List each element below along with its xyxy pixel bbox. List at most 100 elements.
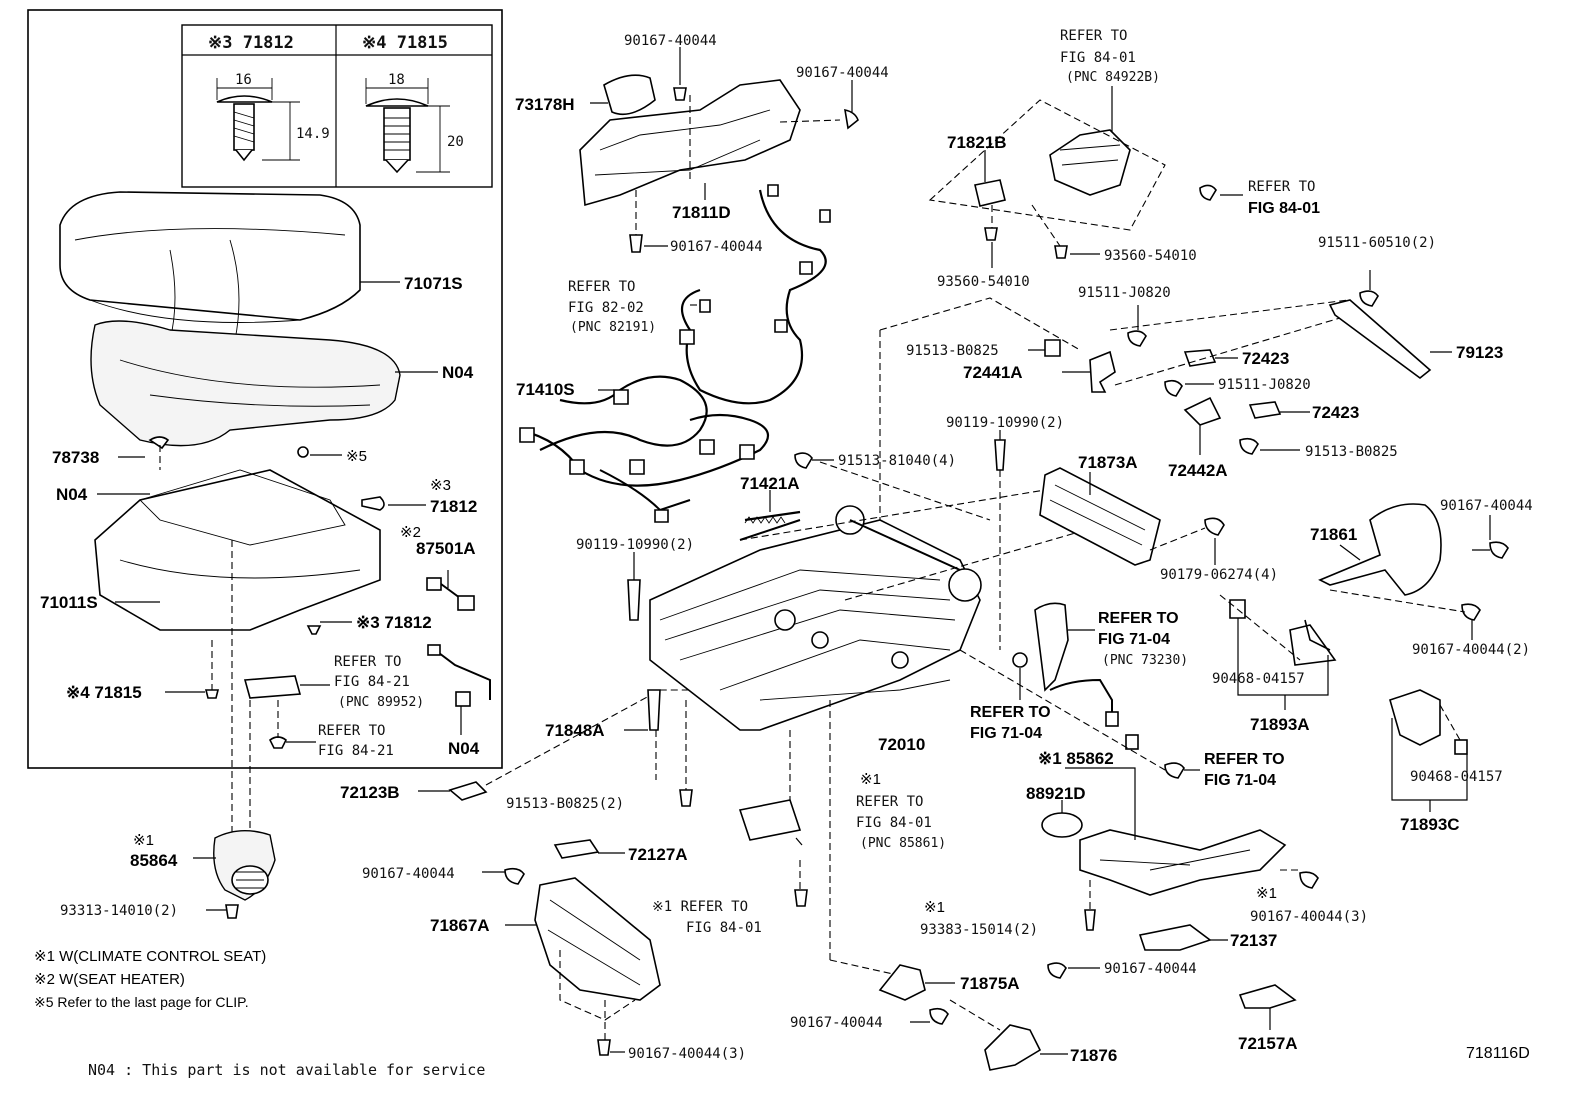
refer-71-04-b-line1[interactable]: REFER TO [970,704,1051,721]
refer-82-02-line1[interactable]: REFER TO [568,279,635,295]
part-label-72442A[interactable]: 72442A [1168,461,1228,480]
part-label-90179-06274[interactable]: 90179-06274(4) [1160,567,1278,583]
refer-71-04-c-line2[interactable]: FIG 71-04 [1204,772,1276,789]
part-label-71812-b[interactable]: ※3 71812 [356,613,432,632]
clip-71812-part-drawing [361,496,385,511]
part-label-71867A[interactable]: 71867A [430,916,490,935]
part-label-90468-04157-a[interactable]: 90468-04157 [1212,671,1305,687]
part-label-71815[interactable]: ※4 71815 [66,683,142,702]
part-label-90167-40044-m1[interactable]: 90167-40044 [362,866,455,882]
part-label-90468-04157-b[interactable]: 90468-04157 [1410,769,1503,785]
part-label-71873A[interactable]: 71873A [1078,453,1138,472]
part-label-91513-B0825-b[interactable]: 91513-B0825 [1305,444,1398,460]
refer-84-01-b-line2[interactable]: FIG 84-01 [1248,200,1320,217]
clip-71812-width: 16 [235,72,252,88]
part-label-79123[interactable]: 79123 [1456,343,1503,362]
refer-84-21-b-line1[interactable]: REFER TO [318,723,385,739]
part-label-72137[interactable]: 72137 [1230,931,1277,950]
wire-harness-71410S-drawing [519,184,831,523]
part-label-91511-J0820-a[interactable]: 91511-J0820 [1078,285,1171,301]
clip-71815-part-drawing [204,689,220,699]
fan-85864-drawing [213,830,276,919]
part-label-71893A[interactable]: 71893A [1250,715,1310,734]
part-label-72441A[interactable]: 72441A [963,363,1023,382]
strap-79123-drawing [1328,299,1432,380]
clip-71815-drawing: 18 20 [365,72,464,174]
pad-72157A-drawing [1238,984,1297,1009]
part-label-90167-40044-top1[interactable]: 90167-40044 [624,33,717,49]
part-label-72423-b[interactable]: 72423 [1312,403,1359,422]
part-label-78738[interactable]: 78738 [52,448,99,467]
part-label-88921D[interactable]: 88921D [1026,784,1086,803]
part-label-93313-14010[interactable]: 93313-14010(2) [60,903,178,919]
mark-1-b: ※1 [860,771,881,788]
part-label-73178H[interactable]: 73178H [515,95,575,114]
refer-84-21-a-line3: (PNC 89952) [338,695,424,710]
part-label-91513-81040[interactable]: 91513-81040(4) [838,453,956,469]
part-label-72157A[interactable]: 72157A [1238,1034,1298,1053]
diagram-id: 718116D [1466,1045,1530,1062]
refer-71-04-a-line1[interactable]: REFER TO [1098,610,1179,627]
part-label-90167-40044-m4[interactable]: 90167-40044 [790,1015,883,1031]
part-label-72010[interactable]: 72010 [878,735,925,754]
part-label-71875A[interactable]: 71875A [960,974,1020,993]
refer-71-04-a-line2[interactable]: FIG 71-04 [1098,631,1170,648]
part-label-93560-54010-a[interactable]: 93560-54010 [1104,248,1197,264]
part-label-71848A[interactable]: 71848A [545,721,605,740]
part-label-71011S[interactable]: 71011S [40,593,98,612]
part-label-71811D[interactable]: 71811D [672,203,731,222]
pad-72137-drawing [1138,924,1212,951]
refer-84-21-a-line1[interactable]: REFER TO [334,654,401,670]
refer-84-01-d-line1[interactable]: ※1 REFER TO [652,899,748,915]
part-label-71893C[interactable]: 71893C [1400,815,1460,834]
part-label-N04-c: N04 [448,739,480,758]
part-label-85864[interactable]: 85864 [130,851,178,870]
part-label-71071S[interactable]: 71071S [404,274,463,293]
refer-84-01-a-line3: (PNC 84922B) [1066,70,1160,85]
refer-84-01-d-line2[interactable]: FIG 84-01 [686,920,762,936]
part-label-72127A[interactable]: 72127A [628,845,688,864]
part-label-87501A[interactable]: 87501A [416,539,476,558]
part-label-72123B[interactable]: 72123B [340,783,400,802]
part-labels: 71071S N04 71410S 78738 ※5 N04 ※3 71812 … [40,28,1533,1065]
bracket-71876-drawing [984,1024,1042,1071]
refer-84-01-c-line1[interactable]: REFER TO [856,794,923,810]
part-label-90167-40044-top2[interactable]: 90167-40044 [796,65,889,81]
part-label-71421A[interactable]: 71421A [740,474,800,493]
part-label-72423-a[interactable]: 72423 [1242,349,1289,368]
legend-w1: ※1 W(CLIMATE CONTROL SEAT) [34,948,266,965]
part-label-93560-54010-b[interactable]: 93560-54010 [937,274,1030,290]
part-label-93383-15014[interactable]: 93383-15014(2) [920,922,1038,938]
refer-84-01-a-line2[interactable]: FIG 84-01 [1060,50,1136,66]
part-label-90167-40044-top3[interactable]: 90167-40044 [670,239,763,255]
part-label-71861[interactable]: 71861 [1310,525,1357,544]
refer-84-01-b-line1[interactable]: REFER TO [1248,179,1315,195]
refer-84-01-c-line2[interactable]: FIG 84-01 [856,815,932,831]
refer-71-04-c-line1[interactable]: REFER TO [1204,751,1285,768]
part-label-90119-10990-a[interactable]: 90119-10990(2) [946,415,1064,431]
part-label-91511-60510[interactable]: 91511-60510(2) [1318,235,1436,251]
legend: ※1 W(CLIMATE CONTROL SEAT) ※2 W(SEAT HEA… [34,948,266,1010]
part-label-71821B[interactable]: 71821B [947,133,1007,152]
refer-84-21-a-line2[interactable]: FIG 84-21 [334,674,410,690]
refer-71-04-b-line2[interactable]: FIG 71-04 [970,725,1042,742]
part-label-91513-B0825-a[interactable]: 91513-B0825 [906,343,999,359]
part-label-71876[interactable]: 71876 [1070,1046,1117,1065]
part-label-85862[interactable]: ※1 85862 [1038,749,1114,768]
bracket-72441A-drawing [1089,350,1116,393]
part-label-91513-B0825-c[interactable]: 91513-B0825(2) [506,796,624,812]
part-label-90167-40044-m3[interactable]: 90167-40044 [1104,961,1197,977]
part-label-90167-40044-m5[interactable]: 90167-40044(3) [628,1046,746,1062]
part-label-90167-40044-m2[interactable]: 90167-40044(3) [1250,909,1368,925]
part-label-90167-40044-r1[interactable]: 90167-40044 [1440,498,1533,514]
part-label-90119-10990-b[interactable]: 90119-10990(2) [576,537,694,553]
part-label-71812-a[interactable]: 71812 [430,497,477,516]
part-label-71410S[interactable]: 71410S [516,380,575,399]
refer-84-01-a-line1[interactable]: REFER TO [1060,28,1127,44]
refer-82-02-line2[interactable]: FIG 82-02 [568,300,644,316]
part-label-90167-40044-r2[interactable]: 90167-40044(2) [1412,642,1530,658]
part-label-91511-J0820-b[interactable]: 91511-J0820 [1218,377,1311,393]
clip-71815-width: 18 [388,72,405,88]
refer-84-21-b-line2[interactable]: FIG 84-21 [318,743,394,759]
